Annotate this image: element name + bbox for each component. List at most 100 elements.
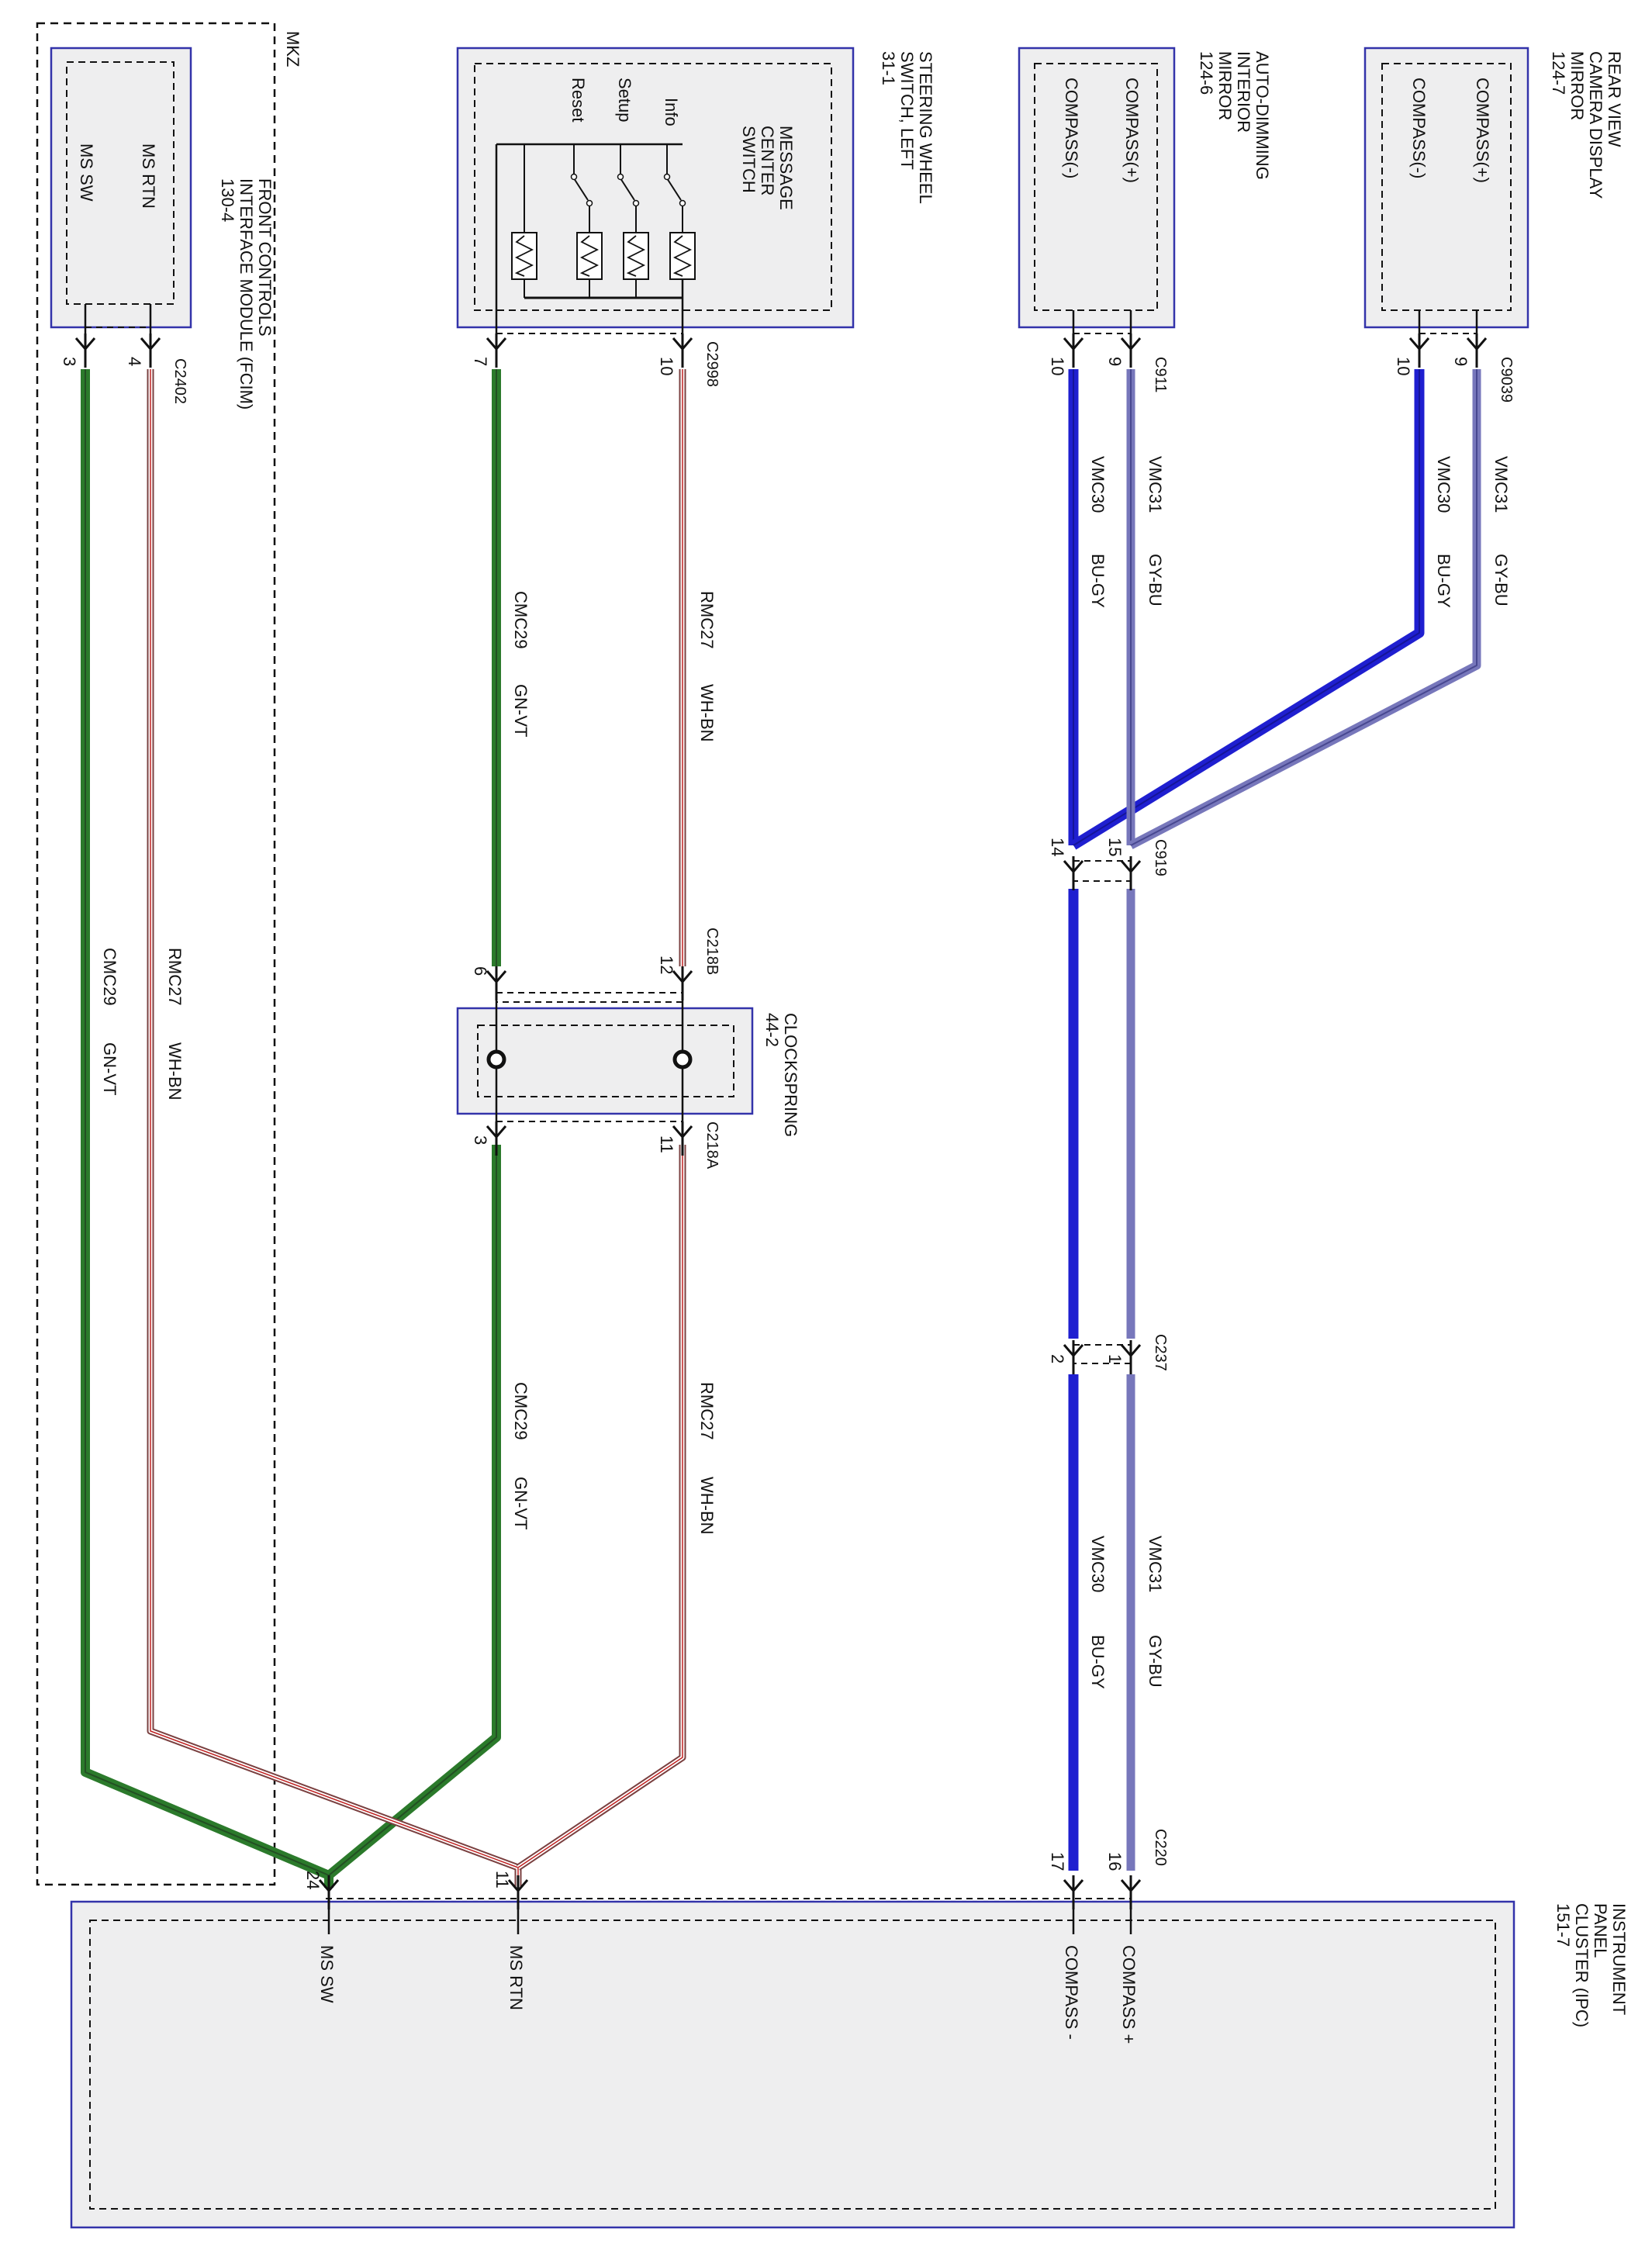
- wire-label-vmc31-top-adim: VMC31: [1146, 456, 1165, 513]
- pin-15-c919: 15: [1105, 838, 1125, 856]
- pin-3-c218a: 3: [471, 1135, 490, 1145]
- wire-label-whbn-mid: WH-BN: [697, 1477, 717, 1535]
- swsl-title-3: 31-1: [879, 51, 898, 85]
- clockspring-contact-1: [486, 1049, 506, 1070]
- wire-label-rmc27-top: RMC27: [697, 591, 717, 649]
- pin-12-c218b: 12: [657, 955, 676, 974]
- fcim-pin-ms-rtn: MS RTN: [139, 143, 158, 209]
- wire-label-rmc27-left: RMC27: [165, 948, 185, 1006]
- steering-wheel-switch-module[interactable]: Reset Setup Info MESSAGE CENTER SWITCH: [456, 47, 855, 333]
- fcim-title-3: 130-4: [218, 178, 237, 222]
- adim-pin-compass-pos: COMPASS(+): [1122, 78, 1142, 183]
- fcim-title-1: FRONT CONTROLS: [255, 178, 275, 337]
- pin-1-c237: 1: [1105, 1354, 1125, 1363]
- ipc-title-2: PANEL: [1591, 1903, 1610, 1958]
- auto-dimming-mirror-module[interactable]: COMPASS(+) COMPASS(-): [1018, 47, 1176, 329]
- ipc-pin-compass-neg: COMPASS -: [1062, 1945, 1081, 2040]
- wire-label-vmc31-top-rvcd: VMC31: [1491, 456, 1511, 513]
- connector-c919[interactable]: C919: [1152, 839, 1169, 876]
- wire-label-cmc29-top: CMC29: [511, 591, 531, 649]
- pin-24-ipc: 24: [303, 1871, 323, 1889]
- msc-title-1: MESSAGE: [776, 126, 796, 210]
- wire-label-gybu-top-rvcd: GY-BU: [1491, 554, 1511, 606]
- connector-chevrons: [74, 333, 1488, 1909]
- wire-label-bugy-top-adim: BU-GY: [1088, 554, 1108, 608]
- wire-label-vmc30-bottom: VMC30: [1088, 1536, 1108, 1592]
- rvcd-title-4: 124-7: [1549, 51, 1568, 95]
- pin-17-c220: 17: [1048, 1852, 1067, 1871]
- pin-4-fcim: 4: [125, 357, 144, 366]
- pin-14-c919: 14: [1048, 838, 1067, 856]
- rvcd-pin-compass-pos: COMPASS(+): [1473, 78, 1492, 183]
- switch-label-setup: Setup: [615, 78, 634, 123]
- swsl-title-1: STEERING WHEEL: [916, 51, 935, 204]
- wire-label-gybu-bottom: GY-BU: [1146, 1635, 1165, 1688]
- clockspring-contact-2: [672, 1049, 693, 1070]
- wire-label-vmc31-bottom: VMC31: [1146, 1536, 1165, 1592]
- rvcd-title-2: CAMERA DISPLAY: [1586, 51, 1605, 199]
- resistor-2: [576, 232, 603, 280]
- msc-title-3: SWITCH: [739, 126, 759, 193]
- ipc-pin-ms-rtn: MS RTN: [506, 1945, 526, 2010]
- clockspring[interactable]: [456, 979, 754, 1134]
- ipc-title-1: INSTRUMENT: [1609, 1903, 1629, 2015]
- wire-label-gybu-top-adim: GY-BU: [1146, 554, 1165, 606]
- wire-label-bugy-top-rvcd: BU-GY: [1434, 554, 1453, 608]
- fcim-title-2: INTERFACE MODULE (FCIM): [237, 178, 256, 409]
- connector-c237[interactable]: C237: [1152, 1334, 1169, 1371]
- pin-2-c237: 2: [1048, 1354, 1067, 1363]
- wire-label-gnvt-mid: GN-VT: [511, 1477, 531, 1529]
- connector-dashes: [85, 327, 1477, 1899]
- wire-label-rmc27-mid: RMC27: [697, 1382, 717, 1440]
- pin-6-c218b: 6: [471, 966, 490, 976]
- adim-pin-compass-neg: COMPASS(-): [1062, 78, 1081, 178]
- connector-c2402[interactable]: C2402: [171, 358, 188, 404]
- pin-10-swsl: 10: [657, 357, 676, 375]
- connector-c218a[interactable]: C218A: [703, 1121, 721, 1170]
- switch-label-reset: Reset: [569, 78, 588, 122]
- wire-label-whbn-top: WH-BN: [697, 684, 717, 742]
- fcim-module[interactable]: MS RTN MS SW: [50, 47, 192, 329]
- connector-c220[interactable]: C220: [1152, 1829, 1169, 1866]
- adim-title-3: MIRROR: [1215, 51, 1235, 120]
- connector-c911[interactable]: C911: [1152, 357, 1169, 392]
- fcim-pin-ms-sw: MS SW: [77, 143, 96, 202]
- adim-title-1: AUTO-DIMMING: [1253, 51, 1272, 180]
- ipc-title-4: 151-7: [1554, 1903, 1573, 1947]
- ipc-pin-compass-pos: COMPASS +: [1119, 1945, 1139, 2044]
- ipc-title-3: CLUSTER (IPC): [1572, 1903, 1592, 2027]
- pin-3-fcim: 3: [60, 357, 79, 366]
- wire-label-vmc30-top-adim: VMC30: [1088, 456, 1108, 513]
- message-center-switch[interactable]: [511, 144, 696, 298]
- wire-label-cmc29-left: CMC29: [100, 948, 119, 1006]
- wire-label-vmc30-top-rvcd: VMC30: [1434, 456, 1453, 513]
- resistor-1: [511, 232, 537, 280]
- pin-9-adim: 9: [1105, 357, 1125, 366]
- resistor-3: [623, 232, 649, 280]
- connector-c218b[interactable]: C218B: [703, 928, 721, 975]
- pin-11-c218a: 11: [657, 1135, 676, 1153]
- wire-vmc30[interactable]: [1068, 369, 1425, 1871]
- mkz-boundary: [36, 22, 276, 1886]
- mkz-label: MKZ: [283, 31, 302, 67]
- ipc-module[interactable]: MS SW MS RTN COMPASS + COMPASS -: [70, 1888, 1515, 2229]
- adim-title-4: 124-6: [1197, 51, 1216, 95]
- wire-rmc27[interactable]: [147, 369, 686, 1888]
- switch-label-info: Info: [662, 98, 681, 126]
- wire-label-whbn-left: WH-BN: [165, 1042, 185, 1101]
- wire-vmc31[interactable]: [1126, 369, 1481, 1871]
- rear-view-camera-mirror-module[interactable]: COMPASS(+) COMPASS(-): [1363, 47, 1529, 329]
- pin-10-rvcd: 10: [1394, 357, 1413, 375]
- pin-7-swsl: 7: [471, 357, 490, 366]
- pin-9-rvcd: 9: [1451, 357, 1471, 366]
- pin-11-ipc: 11: [492, 1871, 512, 1889]
- connector-c2998[interactable]: C2998: [703, 341, 721, 387]
- resistor-4: [669, 232, 696, 280]
- connector-c9039[interactable]: C9039: [1498, 357, 1515, 403]
- wire-label-cmc29-mid: CMC29: [511, 1382, 531, 1440]
- pin-16-c220: 16: [1105, 1852, 1125, 1871]
- wire-label-bugy-bottom: BU-GY: [1088, 1635, 1108, 1689]
- swsl-title-2: SWITCH, LEFT: [897, 51, 917, 170]
- wire-label-gnvt-top: GN-VT: [511, 684, 531, 737]
